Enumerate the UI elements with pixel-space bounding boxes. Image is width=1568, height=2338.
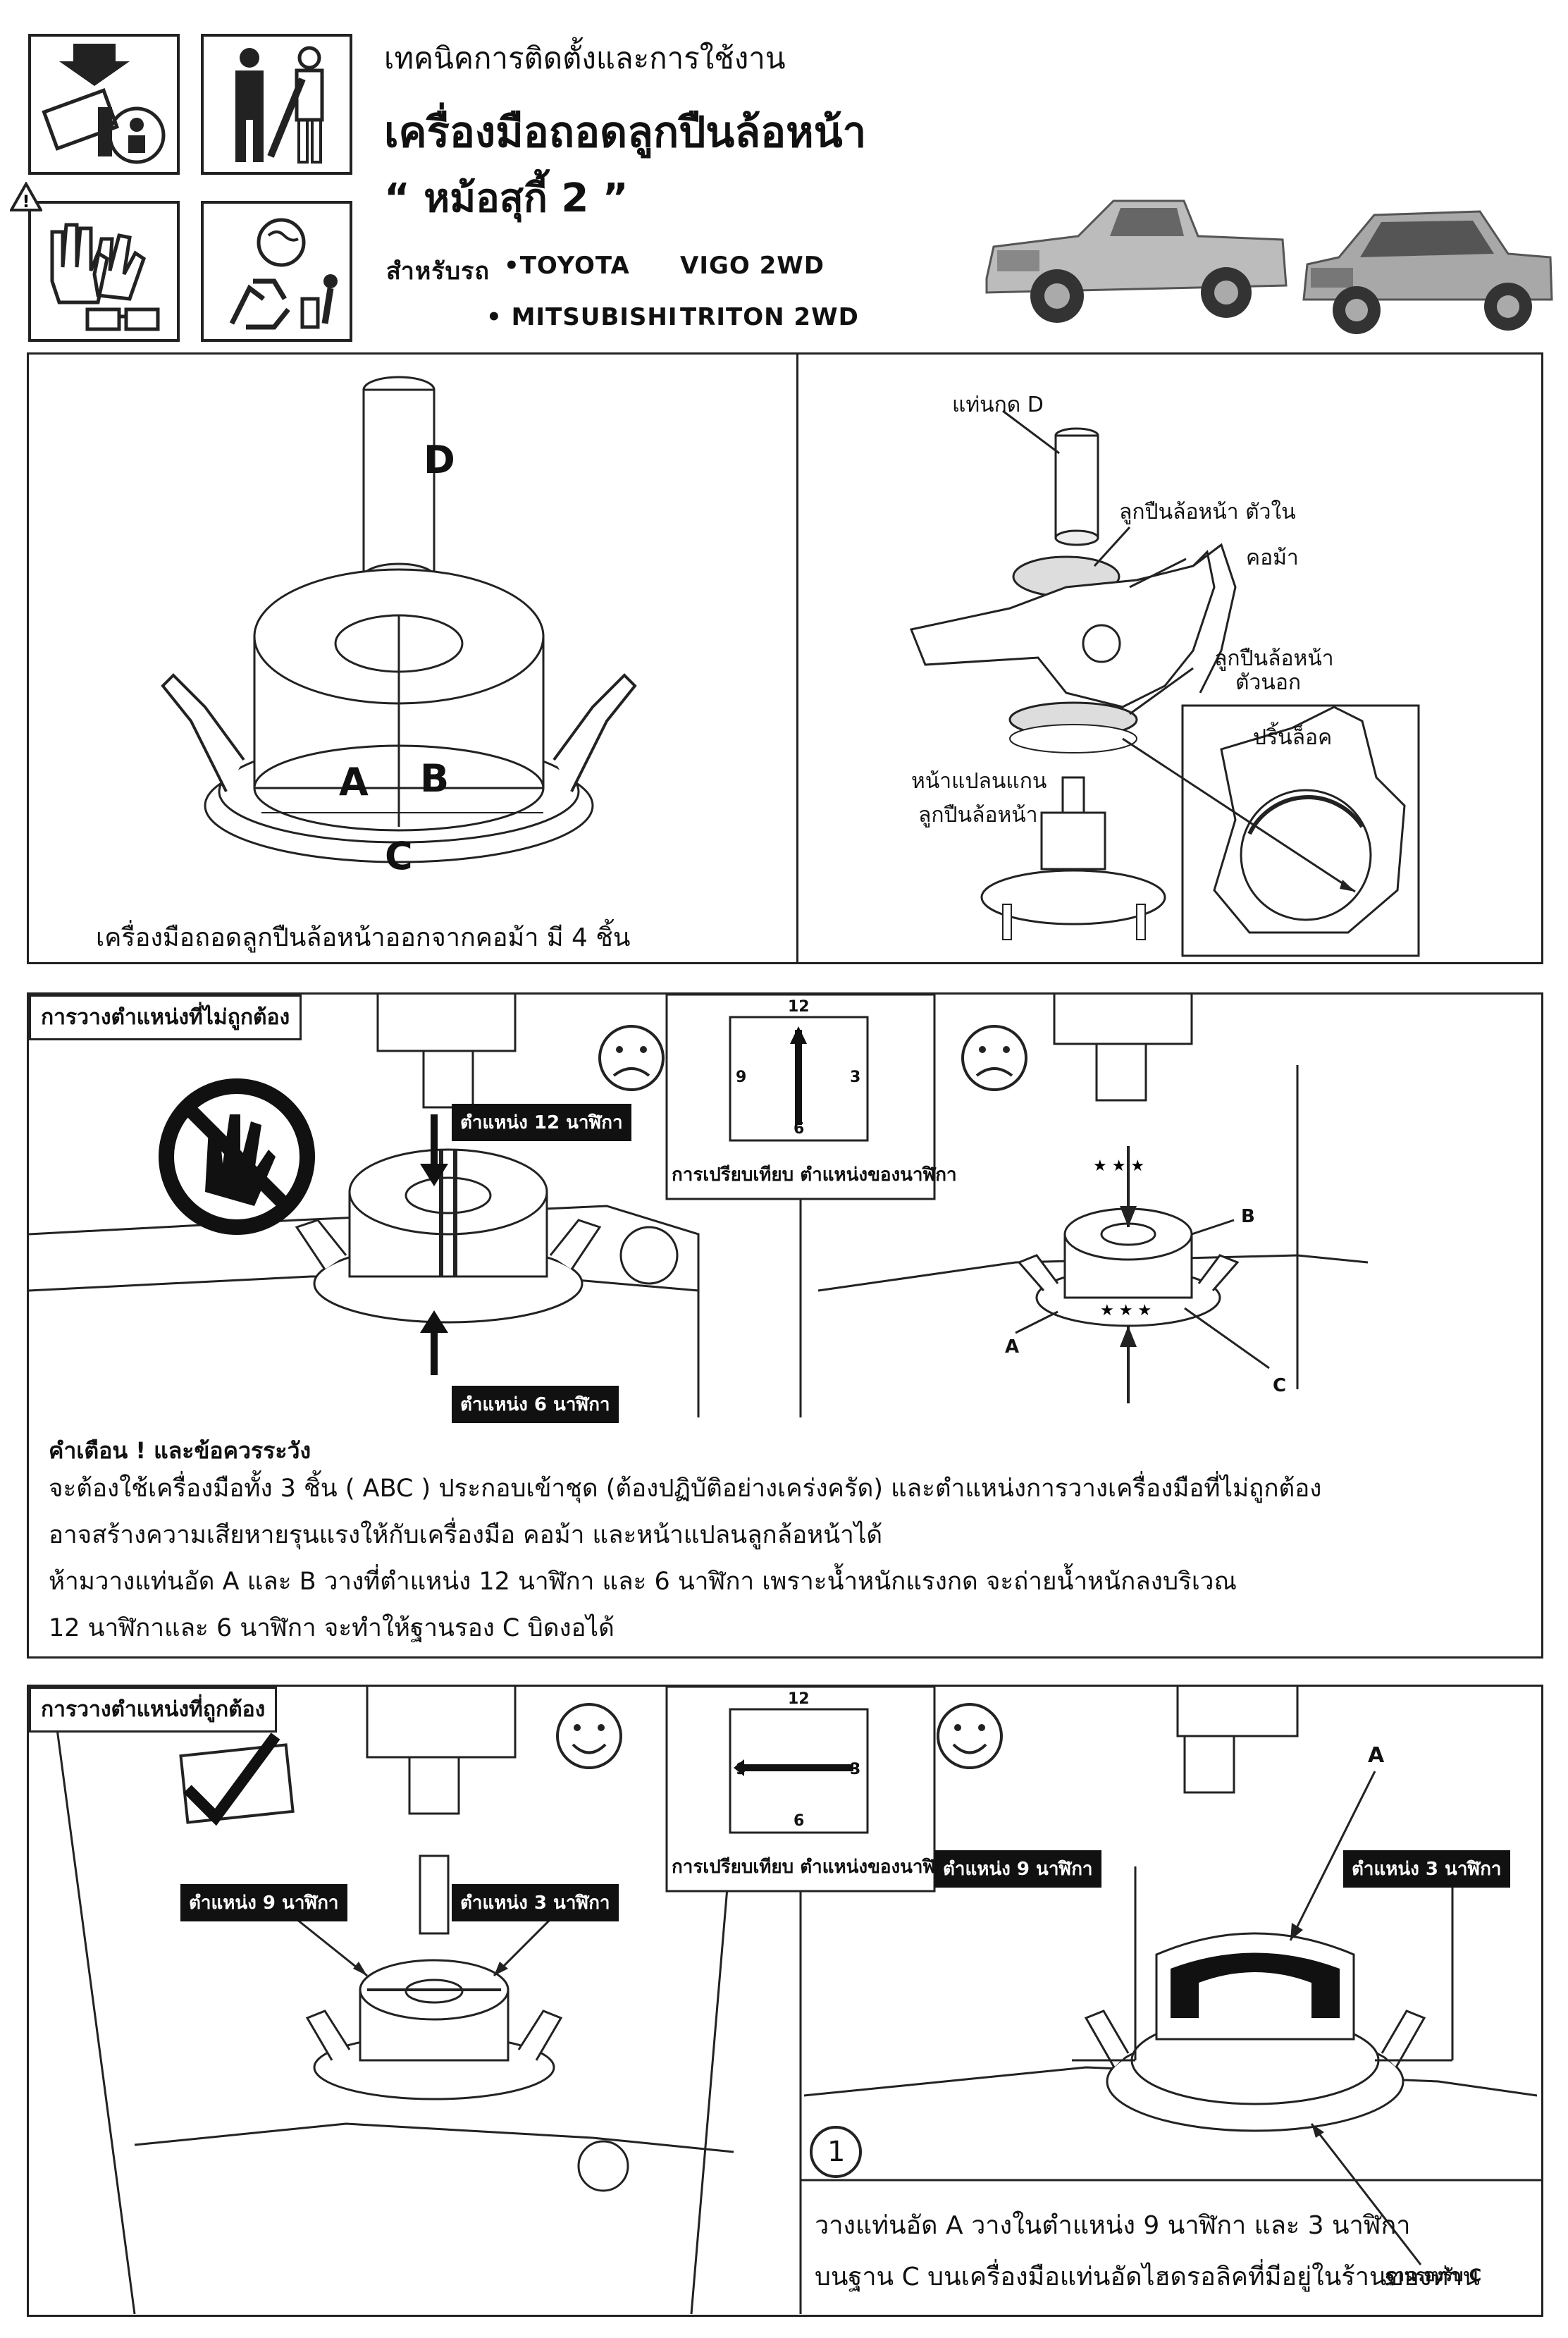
tool-parts-caption: เครื่องมือถอดลูกปืนล้อหน้าออกจากคอม้า มี…	[96, 923, 631, 952]
label-outer-bearing-2: ตัวนอก	[1235, 670, 1302, 695]
label-inner-bearing: ลูกปืนล้อหน้า ตัวใน	[1119, 500, 1296, 524]
panel-exploded-view: แท่นกด D ลูกปืนล้อหน้า ตัวใน คอม้า ลูกปื…	[796, 352, 1543, 964]
label-hub-flange-2: ลูกปืนล้อหน้า	[918, 803, 1038, 827]
clock-compare-label: การเปรียบเทียบ ตำแหน่งของนาฬิกา	[672, 1164, 957, 1186]
for-car-label: สำหรับรถ	[386, 257, 490, 285]
car1-model: VIGO 2WD	[680, 252, 825, 280]
position-9-tag-right: ตำแหน่ง 9 นาฬิกา	[934, 1850, 1101, 1888]
read-manual-icon	[28, 34, 180, 175]
warning-line-2: อาจสร้างความเสียหายรุนแรงให้กับเครื่องมื…	[49, 1521, 883, 1549]
car1-brand: •TOYOTA	[504, 252, 630, 280]
mitsubishi-triton-image	[1297, 194, 1557, 352]
warning-text-block: จะต้องใช้เครื่องมือทั้ง 3 ชิ้น ( ABC ) ป…	[49, 1465, 1529, 1651]
label-d: D	[424, 438, 455, 482]
svg-text:★ ★ ★: ★ ★ ★	[1100, 1302, 1152, 1319]
header-subtitle2: “ หม้อสุกี้ 2 ”	[384, 176, 629, 221]
svg-text:!: !	[23, 192, 30, 211]
toyota-vigo-image	[973, 180, 1297, 338]
warning-triangle-icon: !	[8, 180, 44, 214]
position-3-tag-left: ตำแหน่ง 3 นาฬิกา	[452, 1884, 619, 1921]
warning-line-1: จะต้องใช้เครื่องมือทั้ง 3 ชิ้น ( ABC ) ป…	[49, 1475, 1322, 1503]
mechanic-icon	[201, 34, 352, 175]
clock-6-label: 6	[794, 1120, 805, 1138]
svg-text:★ ★ ★: ★ ★ ★	[1093, 1157, 1144, 1175]
exploded-drawing	[909, 410, 1420, 957]
panel-tool-parts: D A B C เครื่องมือถอดลูกปืนล้อหน้าออกจาก…	[27, 352, 798, 964]
label-b: B	[420, 756, 450, 801]
label-knuckle: คอม้า	[1246, 546, 1299, 570]
car2-brand: • MITSUBISHI	[486, 303, 678, 331]
label-press-d: แท่นกด D	[952, 393, 1044, 417]
instruction-line-2: บนฐาน C บนเครื่องมือแท่นอัดไฮดรอลิคที่มี…	[815, 2263, 1480, 2291]
label-a: A	[339, 760, 369, 804]
clock-6-label-ok: 6	[794, 1812, 805, 1830]
header-subtitle: เทคนิคการติดตั้งและการใช้งาน	[384, 41, 786, 75]
panel-correct-placement: การวางตำแหน่งที่ถูกต้อง ตำแหน่ง 9 นาฬิกา…	[27, 1685, 1543, 2317]
position-3-tag-right: ตำแหน่ง 3 นาฬิกา	[1343, 1850, 1510, 1888]
instruction-line-1: วางแท่นอัด A วางในตำแหน่ง 9 นาฬิกา และ 3…	[815, 2211, 1411, 2240]
tool-parts-drawing	[161, 376, 637, 863]
label-hub-flange-1: หน้าแปลนแกน	[911, 769, 1047, 794]
step-number: 1	[827, 2136, 846, 2168]
position-12-tag: ตำแหน่ง 12 นาฬิกา	[452, 1104, 631, 1141]
gloves-goggles-icon	[28, 201, 180, 342]
clock-compare-label-ok: การเปรียบเทียบ ตำแหน่งของนาฬิกา	[672, 1857, 957, 1878]
clock-3-label-ok: 3	[850, 1761, 861, 1778]
car2-model: TRITON 2WD	[680, 303, 859, 331]
clock-9-label-ok: 9	[736, 1761, 747, 1778]
position-6-tag: ตำแหน่ง 6 นาฬิกา	[452, 1386, 619, 1423]
header-title: เครื่องมือถอดลูกปืนล้อหน้า	[384, 108, 867, 157]
warning-title: คำเตือน ! และข้อควรระวัง	[49, 1437, 311, 1464]
clock-12-label: 12	[788, 998, 810, 1016]
label-c: C	[385, 834, 413, 878]
position-9-tag-left: ตำแหน่ง 9 นาฬิกา	[180, 1884, 347, 1921]
clock-3-label: 3	[850, 1069, 861, 1086]
wrong-label-a: A	[1005, 1336, 1020, 1358]
correct-placement-drawing	[56, 1687, 1543, 2314]
recycle-icon	[201, 201, 352, 342]
wrong-placement-drawing: ★ ★ ★ ★ ★ ★	[29, 995, 1369, 1417]
clock-12-label-ok: 12	[788, 1690, 810, 1708]
clock-9-label: 9	[736, 1069, 747, 1086]
correct-placement-tag: การวางตำแหน่งที่ถูกต้อง	[29, 1687, 278, 1733]
wrong-label-c: C	[1273, 1375, 1287, 1396]
right-label-a: A	[1368, 1743, 1385, 1768]
label-outer-bearing-1: ลูกปืนล้อหน้า	[1214, 646, 1334, 671]
base-c-label: ฐานรองรับ C	[1385, 2265, 1482, 2285]
wrong-label-b: B	[1241, 1206, 1255, 1227]
warning-line-4: 12 นาฬิกาและ 6 นาฬิกา จะทำให้ฐานรอง C บิ…	[49, 1614, 615, 1642]
panel-wrong-placement: ★ ★ ★ ★ ★ ★ การวางตำแหน่งที่ไม่ถูกต้อง ต…	[27, 992, 1543, 1659]
label-snap-ring: ปริ้นล็อค	[1253, 725, 1333, 750]
warning-line-3: ห้ามวางแท่นอัด A และ B วางที่ตำแหน่ง 12 …	[49, 1568, 1237, 1596]
wrong-placement-tag: การวางตำแหน่งที่ไม่ถูกต้อง	[29, 995, 302, 1040]
